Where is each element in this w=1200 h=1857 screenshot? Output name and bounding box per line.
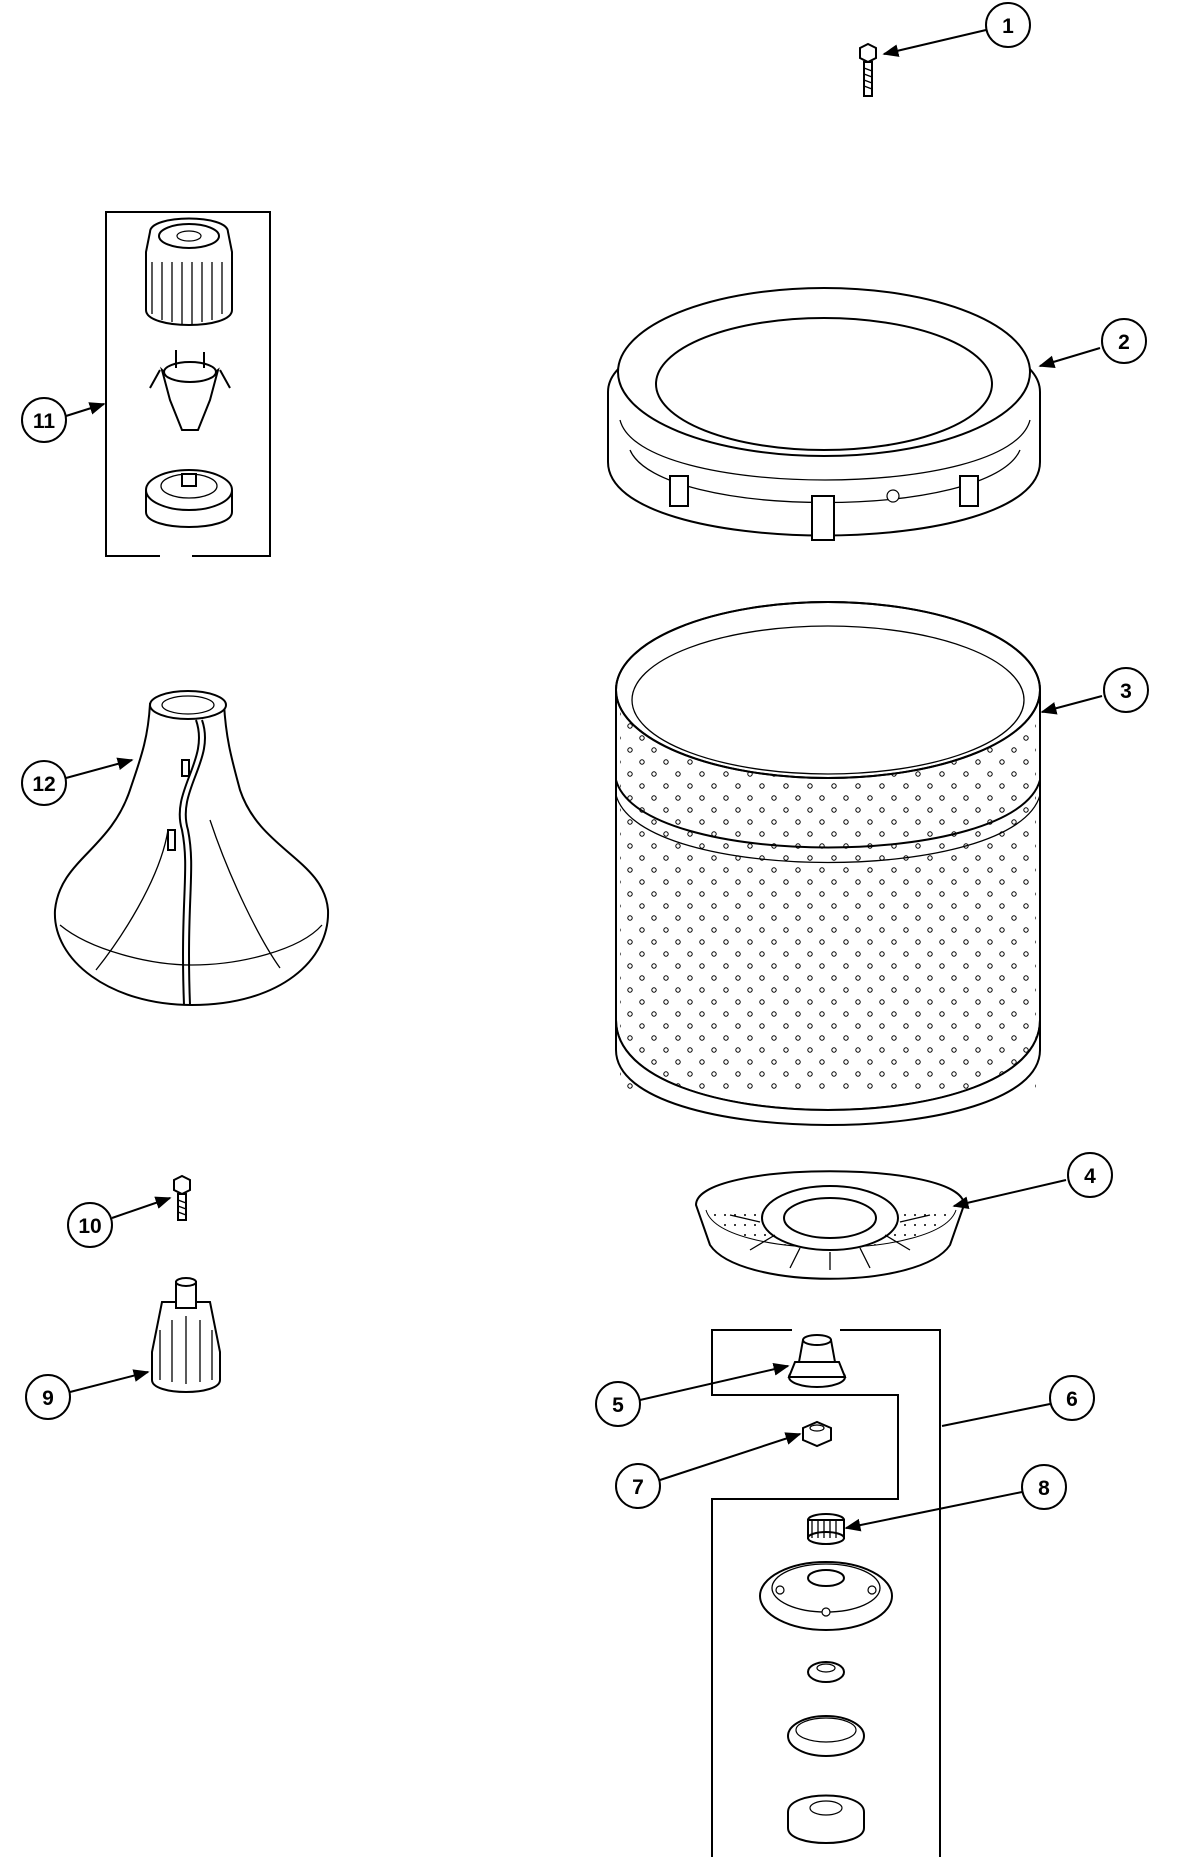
agitator-cap-icon	[151, 1277, 221, 1393]
callout-7: 7	[615, 1463, 661, 1509]
callout-10: 10	[67, 1202, 113, 1248]
callout-7-label: 7	[632, 1476, 644, 1499]
callout-8-label: 8	[1038, 1477, 1050, 1500]
callout-2: 2	[1101, 318, 1147, 364]
basket-icon	[615, 601, 1041, 1126]
bolt-icon	[173, 1174, 191, 1221]
callout-12-label: 12	[32, 773, 55, 796]
callout-11: 11	[21, 397, 67, 443]
callout-1-label: 1	[1002, 15, 1014, 38]
callout-4: 4	[1067, 1152, 1113, 1198]
callout-5-label: 5	[612, 1394, 624, 1417]
spline-icon	[807, 1513, 845, 1545]
screw-icon	[859, 42, 877, 97]
drive-plate-icon	[694, 1170, 966, 1280]
agitator-icon	[53, 690, 330, 1007]
callout-3: 3	[1103, 667, 1149, 713]
callout-9: 9	[25, 1374, 71, 1420]
nut-icon	[802, 1420, 832, 1448]
dispenser-icon	[105, 211, 271, 557]
hub-stack-icon	[759, 1561, 893, 1844]
tub-ring-icon	[607, 287, 1041, 541]
hub-kit-icon	[711, 1329, 941, 1857]
callout-9-label: 9	[42, 1387, 54, 1410]
callout-11-label: 11	[33, 410, 56, 433]
seal-icon	[787, 1334, 847, 1388]
callout-2-label: 2	[1118, 331, 1130, 354]
callout-3-label: 3	[1120, 680, 1132, 703]
callout-4-label: 4	[1084, 1165, 1096, 1188]
callout-6-label: 6	[1066, 1388, 1078, 1411]
callout-5: 5	[595, 1381, 641, 1427]
leader-lines	[65, 29, 1103, 1532]
callout-10-label: 10	[78, 1215, 101, 1238]
callout-8: 8	[1021, 1464, 1067, 1510]
callout-6: 6	[1049, 1375, 1095, 1421]
callout-12: 12	[21, 760, 67, 806]
callout-1: 1	[985, 2, 1031, 48]
